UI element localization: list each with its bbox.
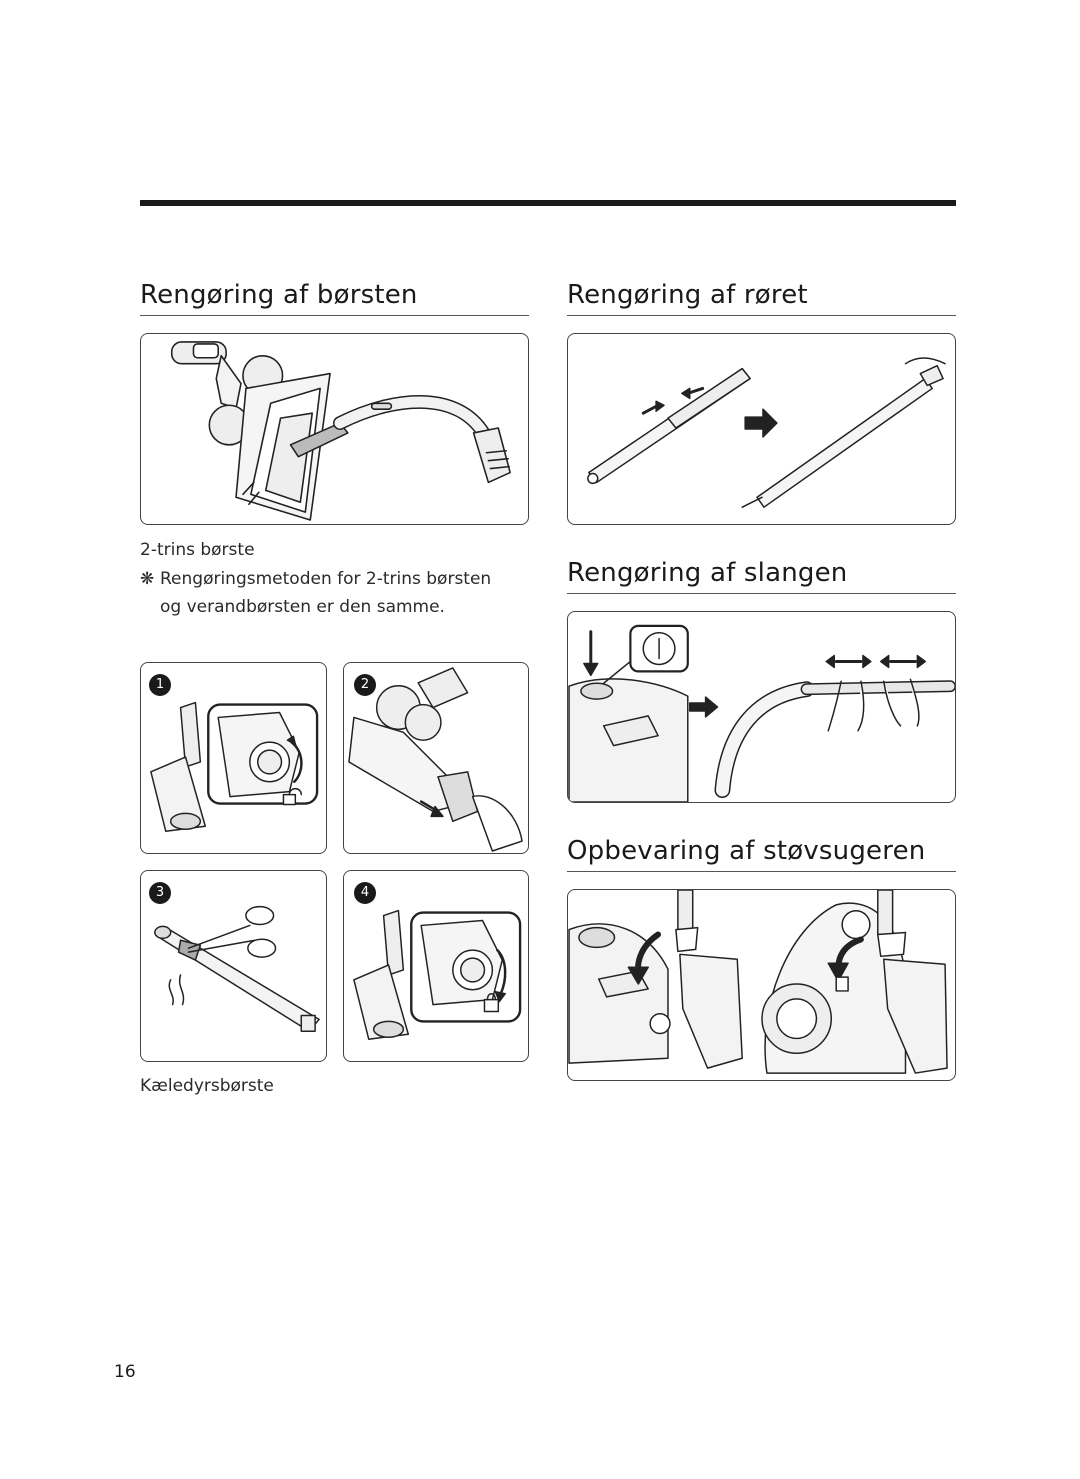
step-badge-1: 1 bbox=[149, 674, 171, 696]
note-line-2: og verandbørsten er den samme. bbox=[160, 597, 445, 617]
brush-note: ❋Rengøringsmetoden for 2-trins børsten o… bbox=[140, 565, 540, 621]
title-rule-hose bbox=[567, 593, 956, 594]
title-rule-tube bbox=[567, 315, 956, 316]
title-rule-storage bbox=[567, 871, 956, 872]
step-2-illustration: 2 bbox=[343, 662, 529, 854]
note-line-1: Rengøringsmetoden for 2-trins børsten bbox=[160, 569, 492, 589]
step-1-illustration: 1 bbox=[140, 662, 327, 854]
tube-illustration bbox=[567, 333, 956, 525]
note-symbol: ❋ bbox=[140, 569, 155, 589]
brush-caption: 2-trins børste bbox=[140, 540, 255, 560]
step-4-illustration: 4 bbox=[343, 870, 529, 1062]
page-number: 16 bbox=[114, 1362, 136, 1382]
step-badge-3: 3 bbox=[149, 882, 171, 904]
section-title-brush: Rengøring af børsten bbox=[140, 280, 418, 310]
pet-brush-caption: Kæledyrsbørste bbox=[140, 1076, 274, 1096]
section-title-tube: Rengøring af røret bbox=[567, 280, 808, 310]
title-rule-brush bbox=[140, 315, 529, 316]
hose-illustration bbox=[567, 611, 956, 803]
step-badge-4: 4 bbox=[354, 882, 376, 904]
brush-illustration bbox=[140, 333, 529, 525]
step-badge-2: 2 bbox=[354, 674, 376, 696]
section-title-hose: Rengøring af slangen bbox=[567, 558, 848, 588]
storage-illustration bbox=[567, 889, 956, 1081]
step-3-illustration: 3 bbox=[140, 870, 327, 1062]
section-title-storage: Opbevaring af støvsugeren bbox=[567, 836, 926, 866]
top-rule bbox=[140, 200, 956, 206]
